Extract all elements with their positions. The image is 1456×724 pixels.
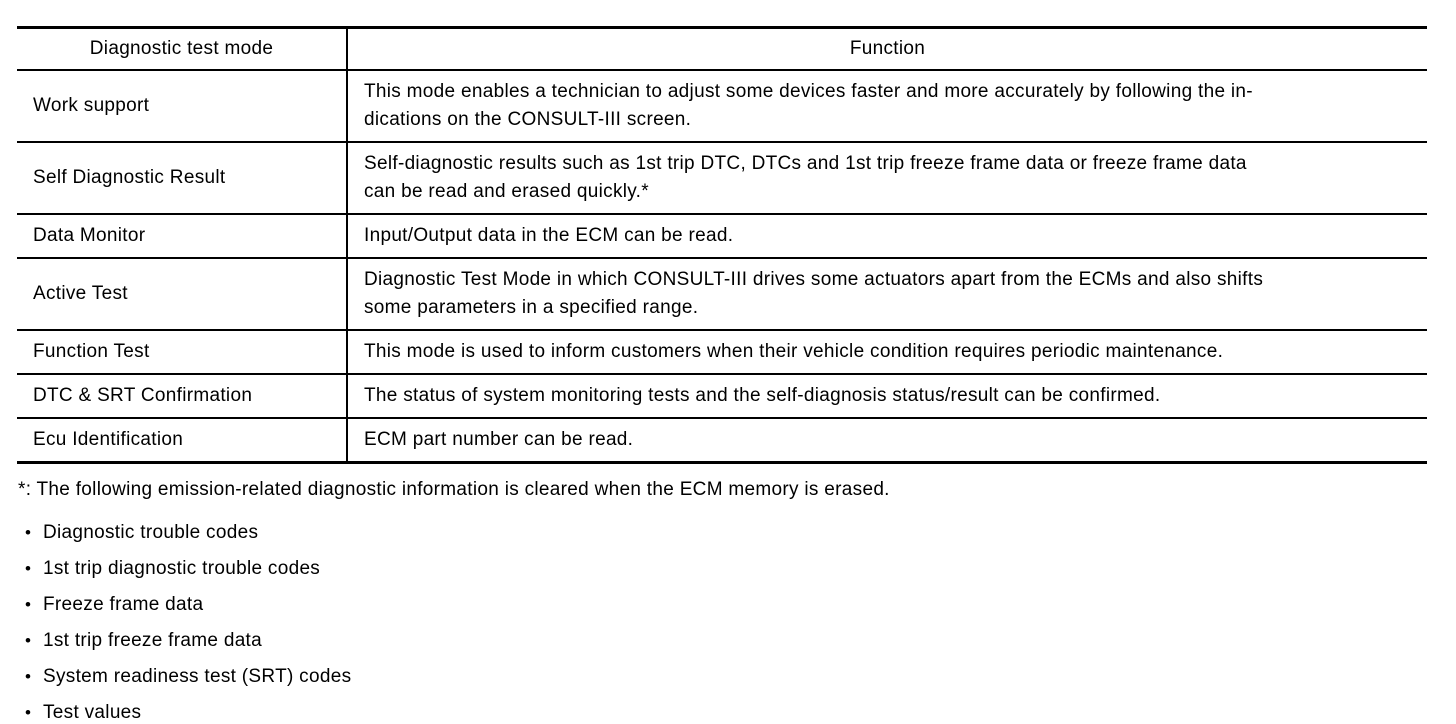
list-item: • Test values [25, 699, 1444, 724]
cell-diagnostic-test-mode: Self Diagnostic Result [17, 142, 348, 215]
table-body: Work support This mode enables a technic… [17, 70, 1427, 463]
cell-diagnostic-test-mode: Ecu Identification [17, 418, 348, 463]
bullet-icon: • [25, 667, 32, 686]
table-header-row: Diagnostic test mode Function [17, 27, 1427, 71]
cell-function: ECM part number can be read. [364, 429, 634, 450]
bullet-icon: • [25, 703, 32, 722]
diagnostic-test-mode-table: Diagnostic test mode Function Work suppo… [17, 26, 1427, 464]
bullet-list: • Diagnostic trouble codes • 1st trip di… [17, 519, 1444, 724]
list-item: • Diagnostic trouble codes [25, 519, 1444, 547]
footnote: *: The following emission-related diagno… [18, 479, 890, 500]
bullet-icon: • [25, 595, 32, 614]
cell-function: The status of system monitoring tests an… [347, 374, 1427, 419]
cell-diagnostic-test-mode: Data Monitor [17, 214, 348, 259]
cell-function: This mode is used to inform customers wh… [347, 330, 1427, 375]
list-item: • 1st trip freeze frame data [25, 627, 1444, 655]
list-item-text: System readiness test (SRT) codes [43, 666, 352, 687]
table-header: Diagnostic test mode Function [17, 27, 1427, 71]
list-item-text: 1st trip freeze frame data [43, 630, 263, 651]
table-row: Ecu Identification ECM part number can b… [17, 418, 1427, 463]
list-item: • Freeze frame data [25, 591, 1444, 619]
cell-diagnostic-test-mode: DTC & SRT Confirmation [17, 374, 348, 419]
cell-function: This mode enables a technician to adjust… [347, 70, 1427, 143]
cell-function: Diagnostic Test Mode in which CONSULT-II… [347, 258, 1427, 331]
list-item-text: Diagnostic trouble codes [43, 522, 259, 543]
bullet-icon: • [25, 559, 32, 578]
table-row: Function Test This mode is used to infor… [17, 330, 1427, 375]
bullet-icon: • [25, 523, 32, 542]
cell-function: Input/Output data in the ECM can be read… [347, 214, 1427, 259]
cell-diagnostic-test-mode: Function Test [17, 330, 348, 375]
table-row: Data Monitor Input/Output data in the EC… [17, 214, 1427, 259]
header-function: Function [347, 27, 1427, 71]
table-row: DTC & SRT Confirmation The status of sys… [17, 374, 1427, 419]
table-row: Active Test Diagnostic Test Mode in whic… [17, 258, 1427, 331]
table-row: Self Diagnostic Result Self-diagnostic r… [17, 142, 1427, 215]
list-item: • System readiness test (SRT) codes [25, 663, 1444, 691]
table-row: Work support This mode enables a technic… [17, 70, 1427, 143]
cell-diagnostic-test-mode: Work support [17, 70, 348, 143]
bullet-icon: • [25, 631, 32, 650]
list-item-text: 1st trip diagnostic trouble codes [43, 558, 321, 579]
list-item-text: Test values [43, 702, 142, 723]
cell-diagnostic-test-mode: Active Test [17, 258, 348, 331]
list-item: • 1st trip diagnostic trouble codes [25, 555, 1444, 583]
list-item-text: Freeze frame data [43, 594, 204, 615]
header-diagnostic-test-mode: Diagnostic test mode [17, 27, 348, 71]
cell-function: Self-diagnostic results such as 1st trip… [347, 142, 1427, 215]
